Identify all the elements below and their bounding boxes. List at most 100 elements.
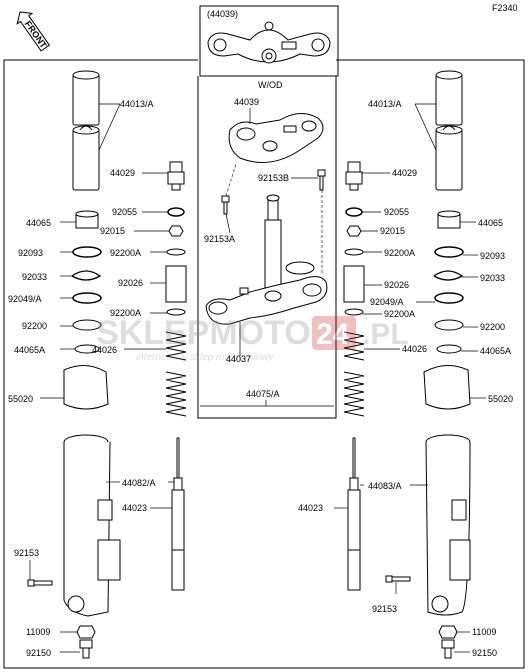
label-92153a: 92153A xyxy=(204,234,235,244)
guard-55020-right xyxy=(423,365,471,410)
label-11009-right: 11009 xyxy=(472,627,496,637)
upper-bracket-inset xyxy=(207,21,331,64)
label-92153-left: 92153 xyxy=(14,548,39,558)
label-92200-right: 92200 xyxy=(480,322,505,332)
label-44065a-right: 44065A xyxy=(480,346,511,356)
washer-92200a-left1 xyxy=(166,248,186,256)
left-frame xyxy=(3,59,198,669)
bolt-92153-right xyxy=(385,575,411,583)
label-44029-right: 44029 xyxy=(392,168,417,178)
inset-frame xyxy=(199,5,339,77)
circlip-92033-right xyxy=(433,270,464,281)
label-92015-right: 92015 xyxy=(380,226,405,236)
label-92153-right: 92153 xyxy=(372,604,397,614)
cap-bolt-44029-right xyxy=(345,161,363,191)
fork-tube-left xyxy=(72,70,100,191)
label-92033-left: 92033 xyxy=(22,272,47,282)
label-92055-right: 92055 xyxy=(384,207,409,217)
label-92200a-right1: 92200A xyxy=(384,248,415,258)
label-92200a-left1: 92200A xyxy=(110,248,141,258)
washer-92200a-left2 xyxy=(166,308,186,316)
bushing-44065-left xyxy=(75,210,99,229)
steering-stem xyxy=(205,194,328,325)
nut-92015-right xyxy=(346,225,362,237)
circlip-92033-left xyxy=(71,270,102,281)
gasket-11009-right xyxy=(438,625,458,639)
label-44083a: 44083/A xyxy=(368,481,402,491)
bolt-92153b-icon xyxy=(317,169,326,191)
damper-44023-right xyxy=(347,437,361,591)
bolt-92150-right xyxy=(441,639,455,659)
washer-92200a-right1 xyxy=(344,248,364,256)
bolt-92150-left xyxy=(79,639,93,659)
upper-bracket xyxy=(228,113,324,163)
center-frame xyxy=(197,76,337,419)
label-11009-left: 11009 xyxy=(26,627,50,637)
oring-92055-left xyxy=(167,207,185,217)
watermark: SKLEPMOTO 24 .PL internetowy sklep motoc… xyxy=(96,314,409,363)
label-92026-left: 92026 xyxy=(118,278,143,288)
bushing-44065-right xyxy=(437,210,461,229)
leader-lines xyxy=(29,103,486,653)
label-44039: 44039 xyxy=(234,97,259,107)
label-44082a: 44082/A xyxy=(122,478,156,488)
label-92150-right: 92150 xyxy=(472,648,497,658)
label-44023-left: 44023 xyxy=(122,503,147,513)
front-arrow-icon: FRONT xyxy=(16,11,51,52)
seal-92093-right xyxy=(434,246,464,258)
right-frame xyxy=(336,59,525,669)
bolt-92153-left xyxy=(27,579,53,587)
watermark-num: 24 xyxy=(316,318,350,351)
label-44065a-left: 44065A xyxy=(14,345,45,355)
washer-92200a-right2 xyxy=(344,308,364,316)
label-55020-left: 55020 xyxy=(8,394,33,404)
watermark-main: SKLEPMOTO xyxy=(96,314,311,352)
outer-tube-44082a xyxy=(63,434,121,617)
label-92200a-left2: 92200A xyxy=(110,308,141,318)
label-44075a: 44075/A xyxy=(246,389,280,399)
label-44023-right: 44023 xyxy=(298,503,323,513)
label-44029-left: 44029 xyxy=(110,168,135,178)
bolt-92153a-icon xyxy=(221,195,230,215)
fork-tube-right xyxy=(435,70,463,191)
seal-92049a-right xyxy=(434,292,464,304)
gasket-11009-left xyxy=(76,625,96,639)
label-44026-right: 44026 xyxy=(402,344,427,354)
label-92093-left: 92093 xyxy=(18,248,43,258)
label-92055-left: 92055 xyxy=(112,207,137,217)
label-92049a-right: 92049/A xyxy=(370,297,404,307)
collar-92026-right xyxy=(343,265,365,303)
inset-label: (44039) xyxy=(207,9,238,19)
washer-92200-right xyxy=(434,319,464,331)
damper-44023-left xyxy=(171,437,185,591)
bushing-44065a-right xyxy=(436,344,462,354)
label-92033-right: 92033 xyxy=(480,273,505,283)
seal-92049a-left xyxy=(72,292,102,304)
watermark-tld: .PL xyxy=(362,318,409,351)
label-92200a-right2: 92200A xyxy=(384,309,415,319)
outer-tube-44083a xyxy=(425,434,471,616)
label-92200-left: 92200 xyxy=(22,321,47,331)
wod-label: W/OD xyxy=(258,80,283,90)
oring-92055-right xyxy=(345,207,363,217)
diagram-code: F2340 xyxy=(492,3,518,13)
label-92153b: 92153B xyxy=(258,173,289,183)
guard-55020-left xyxy=(63,365,109,410)
label-44037: 44037 xyxy=(226,354,251,364)
label-44013a-right: 44013/A xyxy=(368,99,402,109)
label-92049a-left: 92049/A xyxy=(8,294,42,304)
label-44013a-left: 44013/A xyxy=(120,99,154,109)
watermark-sub: internetowy sklep motocyklowy xyxy=(136,352,274,363)
label-92150-left: 92150 xyxy=(26,648,51,658)
nut-92015-left xyxy=(168,225,184,237)
label-44065-right: 44065 xyxy=(478,218,503,228)
front-label: FRONT xyxy=(23,19,49,51)
washer-92200-left xyxy=(72,319,102,331)
label-55020-right: 55020 xyxy=(488,394,513,404)
spring-44026-left xyxy=(165,331,187,417)
collar-92026-left xyxy=(165,265,187,303)
label-44026-left: 44026 xyxy=(92,345,117,355)
seal-92093-left xyxy=(72,246,102,258)
